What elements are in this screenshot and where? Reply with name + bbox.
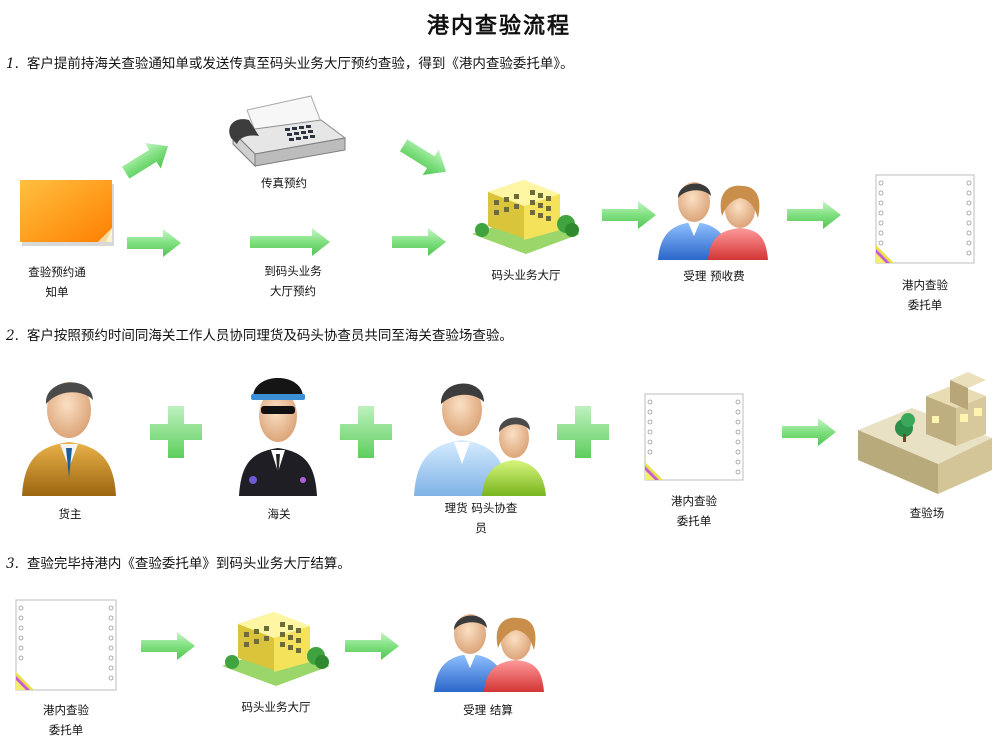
- page-title: 港内查验流程: [426, 14, 571, 39]
- notice-document-icon: [20, 180, 114, 246]
- arrow-right-long-icon: [250, 228, 330, 256]
- inspection-site-label: 查验场: [909, 506, 945, 520]
- step-3-text: 3. 查验完毕持港内《查验委托单》到码头业务大厅结算。: [6, 552, 351, 572]
- business-hall-label: 码头业务大厅: [241, 700, 311, 714]
- step-1-number: 1.: [6, 56, 19, 72]
- arrow-right-icon: [782, 418, 836, 446]
- arrow-right-icon: [602, 201, 656, 229]
- office-building-icon: [222, 612, 330, 686]
- accept-settle-label: 受理 结算: [463, 703, 513, 717]
- step-1-description: 客户提前持海关查验通知单或发送传真至码头业务大厅预约查验，得到《港内查验委托单》…: [26, 56, 574, 72]
- form-label: 港内查验 委托单: [902, 278, 948, 312]
- form-document-icon: [875, 174, 975, 264]
- fax-machine-icon: [229, 95, 347, 168]
- inspection-site-icon: [858, 372, 992, 494]
- step-2-text: 2. 客户按照预约时间同海关工作人员协同理货及码头协查员共同至海关查验场查验。: [6, 324, 513, 344]
- plus-icon: [557, 406, 609, 458]
- form-label: 港内查验 委托单: [671, 494, 717, 528]
- step-3-number: 3.: [6, 556, 19, 572]
- form-label: 港内查验 委托单: [43, 703, 89, 737]
- tally-inspector-icon: [414, 383, 546, 496]
- hall-booking-label: 到码头业务 大厅预约: [264, 264, 322, 298]
- form-document-icon: [15, 599, 117, 691]
- business-hall-label: 码头业务大厅: [491, 268, 561, 282]
- arrow-right-icon: [392, 228, 446, 256]
- service-staff-icon: [658, 182, 768, 260]
- service-staff-icon: [434, 614, 544, 692]
- accept-fee-label: 受理 预收费: [683, 269, 745, 283]
- cargo-owner-label: 货主: [58, 507, 82, 521]
- arrow-up-right-icon: [121, 143, 169, 179]
- plus-icon: [150, 406, 202, 458]
- fax-booking-label: 传真预约: [261, 176, 307, 190]
- step-1-text: 1. 客户提前持海关查验通知单或发送传真至码头业务大厅预约查验，得到《港内查验委托…: [6, 52, 574, 72]
- step-2-description: 客户按照预约时间同海关工作人员协同理货及码头协查员共同至海关查验场查验。: [26, 328, 513, 344]
- arrow-right-icon: [141, 632, 195, 660]
- arrow-right-icon: [127, 229, 181, 257]
- customs-label: 海关: [267, 507, 291, 521]
- arrow-right-icon: [345, 632, 399, 660]
- tally-inspector-label: 理货 码头协查 员: [444, 501, 518, 535]
- step-3-description: 查验完毕持港内《查验委托单》到码头业务大厅结算。: [26, 556, 351, 572]
- customs-officer-icon: [239, 378, 317, 496]
- notice-label: 查验预约通 知单: [28, 265, 86, 299]
- arrow-down-right-icon: [399, 139, 447, 175]
- step-2-number: 2.: [6, 328, 19, 344]
- arrow-right-icon: [787, 201, 841, 229]
- cargo-owner-icon: [22, 382, 116, 496]
- plus-icon: [340, 406, 392, 458]
- office-building-icon: [472, 180, 580, 254]
- form-document-icon: [644, 393, 744, 481]
